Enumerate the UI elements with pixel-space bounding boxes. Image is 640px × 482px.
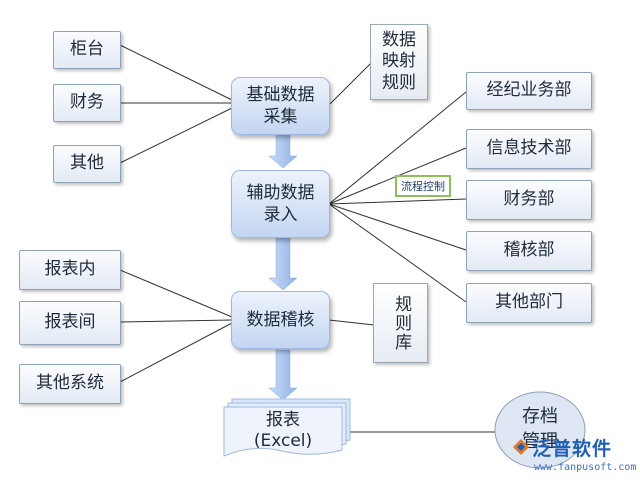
note-rules-library: 规则库 (373, 283, 428, 363)
source-cross-report: 报表间 (19, 301, 121, 345)
report-label-line1: 报表 (266, 409, 300, 430)
archive-label: 存档 管理 (500, 400, 580, 458)
report-document-shape (223, 398, 351, 457)
process-collect: 基础数据 采集 (231, 77, 330, 135)
watermark-logo-icon (513, 439, 529, 455)
note-mapping-line3: 规则 (382, 72, 416, 93)
note-mapping-line2: 映射 (382, 51, 416, 72)
source-in-report: 报表内 (19, 250, 121, 290)
dept-finance: 财务部 (466, 180, 592, 220)
process-collect-line2: 采集 (263, 107, 298, 127)
dept-audit: 稽核部 (466, 231, 592, 271)
input-other: 其他 (53, 145, 121, 183)
dept-other: 其他部门 (466, 283, 592, 323)
watermark-url: www.fanpusoft.com (534, 462, 637, 473)
process-assist-line2: 录入 (263, 205, 298, 225)
dept-it: 信息技术部 (466, 129, 592, 169)
process-audit: 数据稽核 (231, 291, 330, 349)
source-other-systems: 其他系统 (19, 364, 121, 404)
process-collect-line1: 基础数据 (246, 84, 315, 105)
watermark: 泛普软件 www.fanpusoft.com (510, 434, 638, 480)
dept-brokerage: 经纪业务部 (466, 72, 592, 110)
process-control-tag: 流程控制 (395, 175, 451, 197)
flow-arrows (268, 134, 298, 401)
report-label-line2: (Excel) (253, 431, 313, 451)
watermark-name: 泛普软件 (532, 438, 613, 460)
process-assist: 辅助数据 录入 (231, 170, 330, 238)
process-assist-line1: 辅助数据 (246, 182, 315, 203)
archive-label-line2: 管理 (522, 431, 558, 452)
input-counter: 柜台 (53, 31, 121, 69)
note-mapping-line1: 数据 (382, 30, 416, 51)
archive-label-line1: 存档 (522, 405, 558, 427)
input-finance: 财务 (53, 84, 121, 122)
note-mapping-rules: 数据 映射 规则 (370, 24, 428, 100)
report-label: 报表 (Excel) (224, 407, 342, 455)
